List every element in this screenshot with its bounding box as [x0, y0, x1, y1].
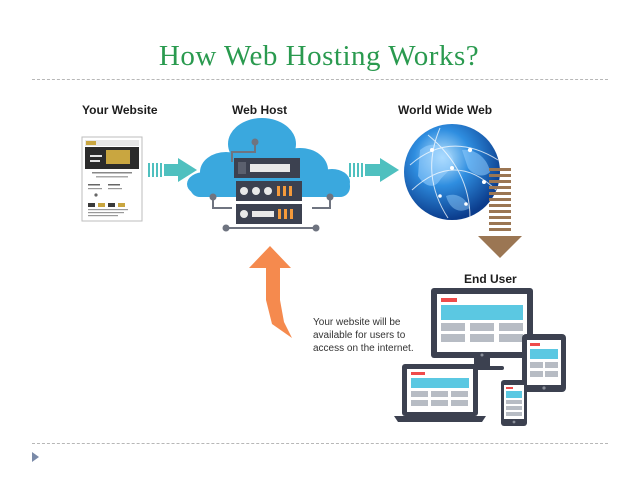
bullet-arrow-icon — [32, 452, 39, 462]
arrow-website-to-host — [148, 158, 197, 182]
arrow-user-to-host — [249, 246, 292, 338]
network-cables — [209, 138, 334, 232]
label-web-host: Web Host — [232, 103, 288, 117]
server-icon — [234, 158, 302, 224]
label-world-wide-web: World Wide Web — [398, 103, 493, 117]
label-your-website: Your Website — [82, 103, 158, 117]
footer-divider — [32, 443, 608, 444]
slide-title: How Web Hosting Works? — [158, 40, 480, 72]
globe-icon — [404, 124, 500, 220]
phone-icon — [501, 380, 527, 426]
title-divider — [32, 79, 608, 80]
arrow-host-to-web — [349, 158, 399, 182]
website-thumbnail-icon — [81, 136, 143, 222]
arrow-web-to-user — [478, 168, 522, 258]
label-end-user: End User — [464, 272, 517, 286]
availability-note: Your website will be available for users… — [313, 317, 414, 354]
laptop-icon — [394, 364, 486, 422]
desktop-monitor-icon — [431, 288, 533, 370]
tablet-icon — [522, 334, 566, 392]
